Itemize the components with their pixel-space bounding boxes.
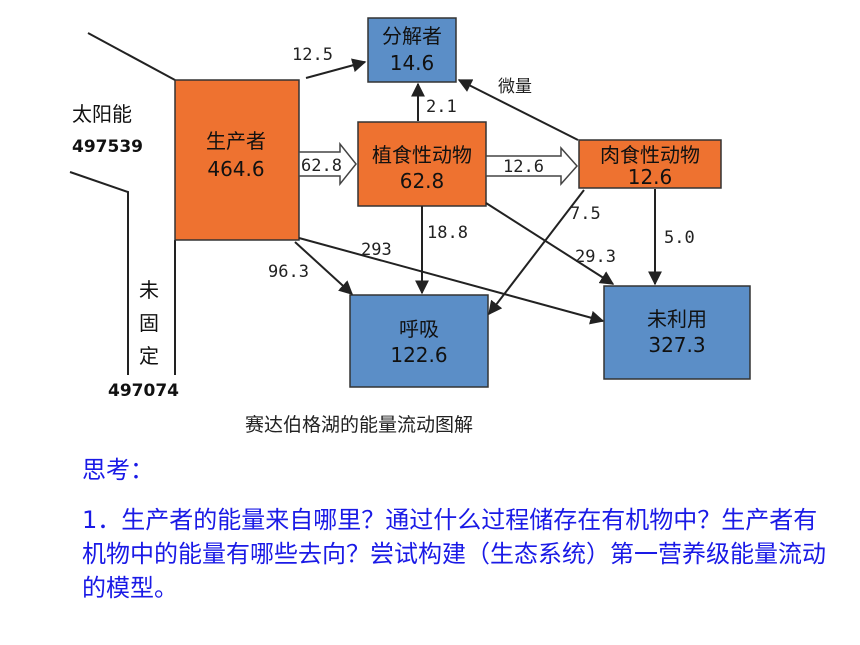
herbivore-name: 植食性动物 bbox=[372, 143, 472, 167]
decomposer-box bbox=[367, 17, 457, 83]
unused-name: 未利用 bbox=[647, 307, 707, 331]
flow-herbivore-to-respiration: 18.8 bbox=[427, 223, 468, 243]
respiration-name: 呼吸 bbox=[399, 317, 439, 341]
decomposer-name: 分解者 bbox=[382, 24, 442, 48]
sun-label: 太阳能 bbox=[72, 102, 132, 126]
unfixed-char-2: 固 bbox=[139, 311, 159, 335]
herbivore-to-unused-arrow bbox=[485, 202, 615, 285]
flow-producer-to-respiration: 96.3 bbox=[268, 262, 309, 282]
sun-value: 497539 bbox=[72, 137, 143, 157]
flow-carnivore-to-unused: 5.0 bbox=[664, 228, 695, 248]
carnivore-to-respiration-arrow bbox=[488, 189, 585, 316]
herbivore-to-carnivore-arrow bbox=[485, 146, 579, 186]
diagram-caption: 赛达伯格湖的能量流动图解 bbox=[245, 414, 473, 436]
unused-box bbox=[603, 285, 751, 380]
sunlight-line-upper bbox=[87, 32, 176, 81]
unfixed-char-1: 未 bbox=[139, 278, 159, 302]
producer-to-herbivore-arrow bbox=[298, 141, 357, 187]
carnivore-to-decomposer-arrow bbox=[457, 79, 579, 141]
flow-herbivore-to-carnivore: 12.6 bbox=[503, 157, 544, 177]
respiration-value: 122.6 bbox=[390, 343, 447, 367]
unfixed-value: 497074 bbox=[108, 381, 179, 401]
flow-carnivore-to-respiration: 7.5 bbox=[570, 204, 601, 224]
sunlight-line-lower bbox=[69, 171, 129, 375]
carnivore-value: 12.6 bbox=[628, 165, 673, 189]
respiration-box bbox=[349, 294, 489, 388]
decomposer-value: 14.6 bbox=[390, 51, 435, 75]
producer-to-decomposer-arrow bbox=[305, 58, 367, 79]
flow-producer-to-decomposer: 12.5 bbox=[292, 45, 333, 65]
question-text: 1．生产者的能量来自哪里？通过什么过程储存在有机物中？生产者有机物中的能量有哪些… bbox=[82, 506, 826, 602]
flow-producer-to-unused: 293 bbox=[361, 240, 392, 260]
producer-box bbox=[174, 79, 300, 241]
producer-name: 生产者 bbox=[206, 129, 266, 153]
producer-to-unused-arrow bbox=[298, 237, 605, 325]
flow-herbivore-to-unused: 29.3 bbox=[575, 247, 616, 267]
flow-herbivore-to-decomposer: 2.1 bbox=[426, 97, 457, 117]
unused-value: 327.3 bbox=[648, 333, 705, 357]
carnivore-name: 肉食性动物 bbox=[600, 143, 700, 167]
flow-carnivore-to-decomposer: 微量 bbox=[498, 77, 532, 97]
carnivore-box bbox=[578, 139, 722, 189]
producer-value: 464.6 bbox=[207, 157, 264, 181]
producer-to-respiration-arrow bbox=[294, 241, 354, 295]
herbivore-value: 62.8 bbox=[400, 169, 445, 193]
flow-producer-to-herbivore: 62.8 bbox=[301, 156, 342, 176]
unfixed-char-3: 定 bbox=[139, 344, 159, 368]
energy-flow-diagram: 生产者 464.6 分解者 14.6 植食性动物 62.8 肉食性动物 12.6… bbox=[69, 17, 751, 436]
think-title: 思考： bbox=[82, 456, 154, 484]
